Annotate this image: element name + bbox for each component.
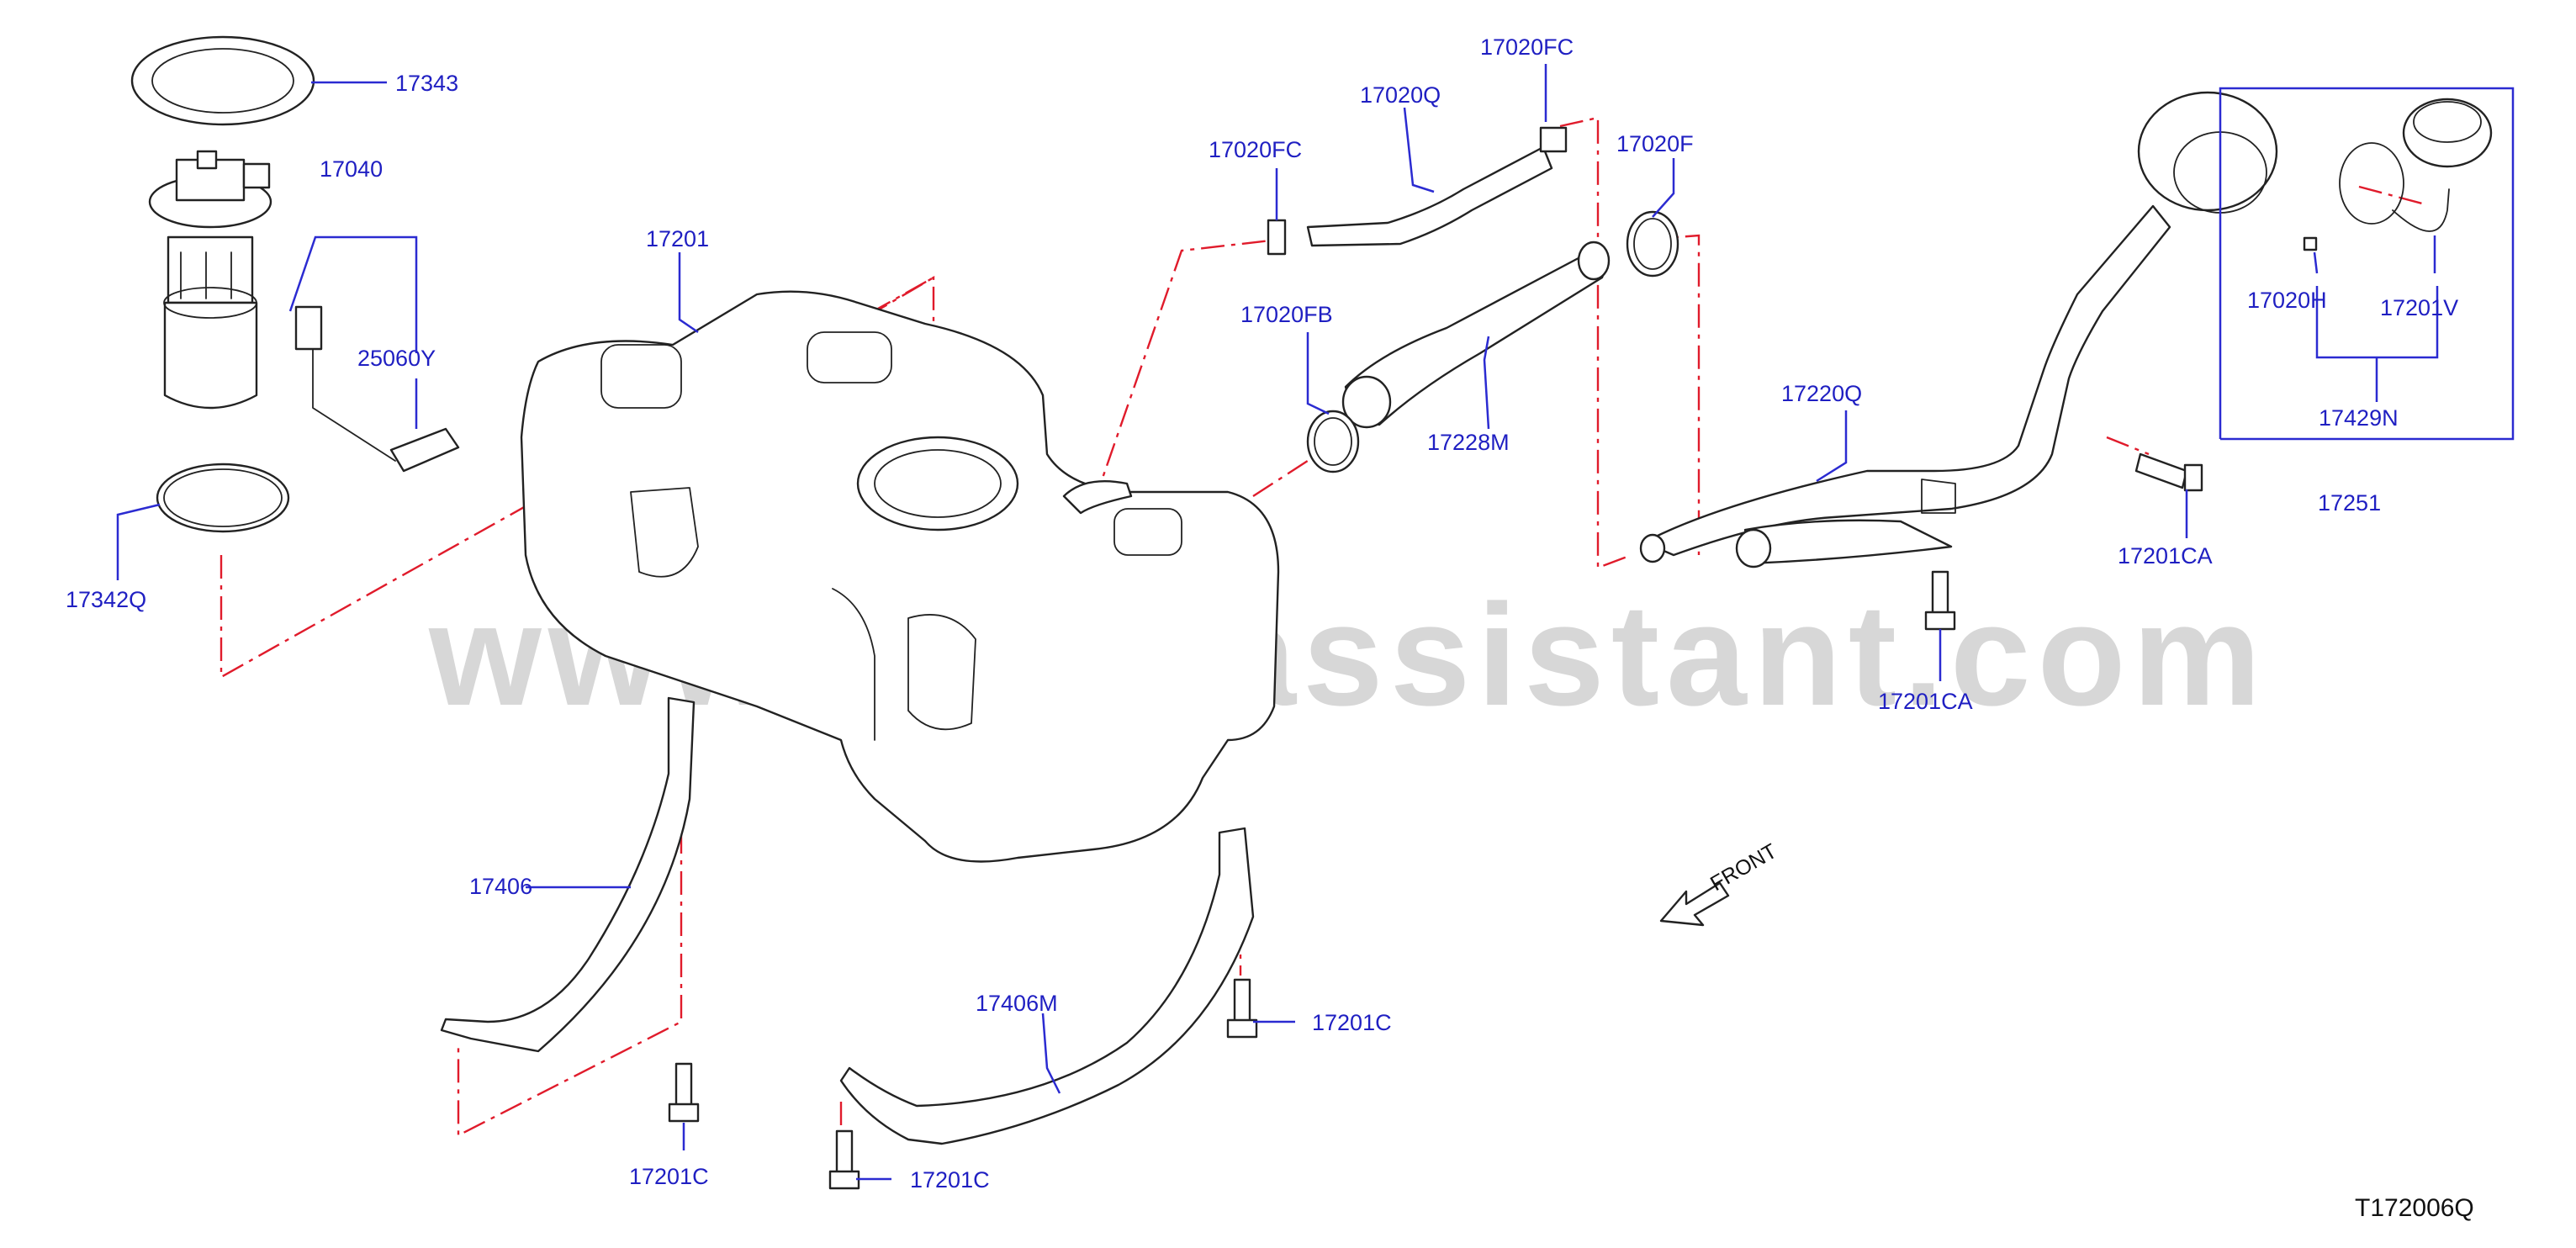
- label-17343[interactable]: 17343: [395, 71, 458, 96]
- label-17020FC-right[interactable]: 17020FC: [1480, 34, 1574, 60]
- label-17406M[interactable]: 17406M: [976, 991, 1058, 1016]
- label-17201V[interactable]: 17201V: [2380, 295, 2458, 320]
- label-17228M[interactable]: 17228M: [1427, 430, 1510, 455]
- fuel-filler-tube[interactable]: [1639, 91, 2278, 568]
- label-17020H[interactable]: 17020H: [2247, 288, 2327, 313]
- evap-hose[interactable]: [1306, 145, 1553, 247]
- tank-gasket-ring[interactable]: [130, 35, 315, 126]
- label-17020FC-left[interactable]: 17020FC: [1209, 137, 1302, 162]
- label-17201C-mid[interactable]: 17201C: [1312, 1010, 1392, 1035]
- bolt-strap-left[interactable]: [668, 1062, 700, 1123]
- label-17201CA-right[interactable]: 17201CA: [2118, 543, 2213, 568]
- label-17406[interactable]: 17406: [469, 874, 532, 899]
- fuel-tank[interactable]: [520, 290, 1280, 863]
- front-label: FRONT: [1706, 839, 1781, 896]
- label-17201CA-bottom[interactable]: 17201CA: [1878, 689, 1973, 714]
- diagram-code: T172006Q: [2355, 1194, 2474, 1222]
- filler-hose-clamp-upper[interactable]: [1626, 210, 1679, 278]
- label-17251[interactable]: 17251: [2318, 490, 2381, 516]
- label-17020F[interactable]: 17020F: [1616, 131, 1694, 156]
- tank-strap-right[interactable]: [839, 827, 1255, 1145]
- label-17201C-right[interactable]: 17201C: [910, 1167, 990, 1192]
- filler-hose-clamp-lower[interactable]: [1306, 410, 1360, 473]
- fuel-cap[interactable]: [2303, 98, 2493, 251]
- bolt-strap-mid[interactable]: [1226, 978, 1258, 1039]
- label-17040[interactable]: 17040: [320, 156, 383, 182]
- filler-hose[interactable]: [1341, 241, 1611, 429]
- leader-lines: [116, 64, 2515, 1181]
- bolt-filler-bottom[interactable]: [1924, 570, 1956, 631]
- fuel-pump-module[interactable]: [148, 150, 272, 410]
- front-arrow: [1659, 881, 1730, 927]
- bolt-filler-side[interactable]: [2134, 452, 2203, 492]
- label-17020FB[interactable]: 17020FB: [1240, 302, 1333, 327]
- pump-o-ring[interactable]: [156, 463, 290, 533]
- tank-strap-left[interactable]: [440, 696, 696, 1053]
- label-17429N[interactable]: 17429N: [2319, 405, 2399, 431]
- fuel-level-sender[interactable]: [294, 305, 460, 473]
- bolt-strap-right[interactable]: [828, 1129, 860, 1190]
- part-labels: 17343 17040 25060Y 17342Q 17201 17020FC …: [66, 34, 2458, 1192]
- label-17342Q[interactable]: 17342Q: [66, 587, 146, 612]
- hose-clip-right[interactable]: [1539, 126, 1568, 153]
- label-17201C-left[interactable]: 17201C: [629, 1164, 709, 1189]
- label-17020Q[interactable]: 17020Q: [1360, 82, 1441, 108]
- label-17201[interactable]: 17201: [646, 226, 709, 251]
- label-25060Y[interactable]: 25060Y: [357, 346, 436, 371]
- label-17220Q[interactable]: 17220Q: [1781, 381, 1862, 406]
- hose-clip-left[interactable]: [1267, 219, 1287, 256]
